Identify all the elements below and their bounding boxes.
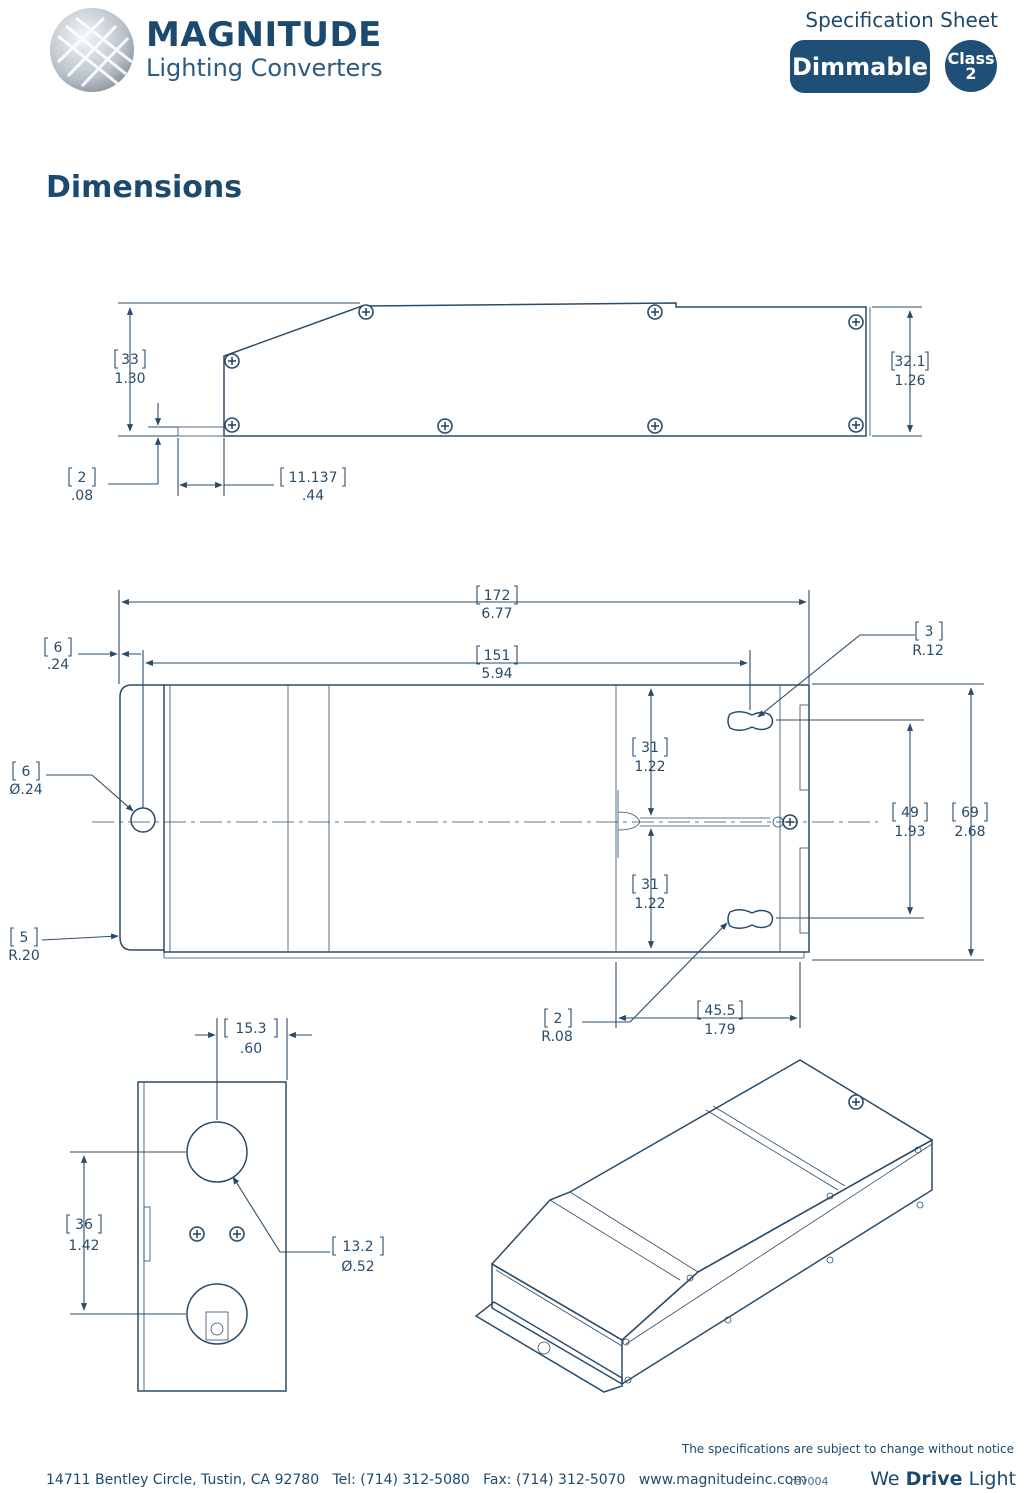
dim-width-in: 2.68 bbox=[954, 824, 985, 840]
tagline-post: Light bbox=[962, 1468, 1016, 1490]
dim-side-height-in: 1.30 bbox=[114, 371, 145, 387]
isometric-view bbox=[474, 1059, 934, 1393]
class-badge-line2: 2 bbox=[965, 64, 977, 83]
dim-side-right-in: 1.26 bbox=[894, 373, 925, 389]
tagline: We Drive Light bbox=[870, 1468, 1016, 1490]
brand-subtitle: Lighting Converters bbox=[146, 54, 383, 82]
dim-spacing-mm: 151 bbox=[484, 648, 511, 664]
dim-corner-in: R.20 bbox=[8, 948, 40, 964]
revision-label: rev004 bbox=[790, 1475, 829, 1488]
dim-knockout-offset-in: .60 bbox=[240, 1041, 262, 1057]
dim-keyhole-low-in: 1.22 bbox=[634, 896, 665, 912]
dim-hole-dia-mm: 6 bbox=[22, 764, 31, 780]
section-title: Dimensions bbox=[46, 170, 243, 205]
dim-knockout-offset-mm: 15.3 bbox=[235, 1021, 266, 1037]
dim-edge-mm: 6 bbox=[54, 640, 63, 656]
dim-keyhole-up-in: 1.22 bbox=[634, 759, 665, 775]
dim-keyhole-spacing-mm: 49 bbox=[901, 805, 919, 821]
dim-spacing-in: 5.94 bbox=[481, 666, 512, 682]
magnitude-logo-icon bbox=[50, 8, 134, 92]
dim-end-in: 1.79 bbox=[704, 1022, 735, 1038]
dim-keyhole-r-mm: 3 bbox=[925, 624, 934, 640]
dim-knockout-dia-mm: 13.2 bbox=[342, 1239, 373, 1255]
dim-keyhole-low-mm: 31 bbox=[641, 877, 659, 893]
tagline-bold: Drive bbox=[905, 1468, 963, 1490]
dim-length-in: 6.77 bbox=[481, 606, 512, 622]
dim-end-mm: 45.5 bbox=[704, 1003, 735, 1019]
dim-corner-mm: 5 bbox=[20, 930, 29, 946]
class2-badge: Class 2 bbox=[945, 40, 997, 92]
dim-thickness-mm: 2 bbox=[78, 470, 87, 486]
dimension-brackets bbox=[10, 349, 988, 1256]
spec-sheet-title: Specification Sheet bbox=[805, 8, 998, 32]
dim-side-right-mm: 32.1 bbox=[894, 354, 925, 370]
dim-knockout-spacing-in: 1.42 bbox=[68, 1238, 99, 1254]
dimension-labels: 33 1.30 32.1 1.26 2 .08 11.137 .44 172 6… bbox=[8, 352, 985, 1275]
class-badge-line1: Class bbox=[947, 49, 995, 68]
dim-side-height-mm: 33 bbox=[121, 352, 139, 368]
dim-length-mm: 172 bbox=[484, 588, 511, 604]
end-view bbox=[70, 1018, 330, 1392]
disclaimer: The specifications are subject to change… bbox=[681, 1442, 1014, 1456]
dim-small-r-in: R.08 bbox=[541, 1029, 573, 1045]
dim-thickness-in: .08 bbox=[71, 488, 93, 504]
tagline-pre: We bbox=[870, 1468, 906, 1490]
footer-address: 14711 Bentley Circle, Tustin, CA 92780 T… bbox=[46, 1472, 807, 1488]
dimmable-badge: Dimmable bbox=[790, 40, 930, 93]
dim-width-mm: 69 bbox=[961, 805, 979, 821]
brand-name: MAGNITUDE bbox=[146, 15, 382, 55]
dim-keyhole-spacing-in: 1.93 bbox=[894, 824, 925, 840]
dim-offset-mm: 11.137 bbox=[289, 470, 338, 486]
top-view bbox=[41, 590, 984, 1028]
dim-small-r-mm: 2 bbox=[554, 1011, 563, 1027]
dim-hole-dia-in: Ø.24 bbox=[9, 782, 42, 798]
dim-offset-in: .44 bbox=[302, 488, 324, 504]
dim-knockout-spacing-mm: 36 bbox=[75, 1217, 93, 1233]
dim-edge-in: .24 bbox=[47, 657, 69, 673]
dim-knockout-dia-in: Ø.52 bbox=[341, 1259, 374, 1275]
dim-keyhole-r-in: R.12 bbox=[912, 643, 944, 659]
side-view bbox=[108, 302, 922, 496]
dim-keyhole-up-mm: 31 bbox=[641, 740, 659, 756]
